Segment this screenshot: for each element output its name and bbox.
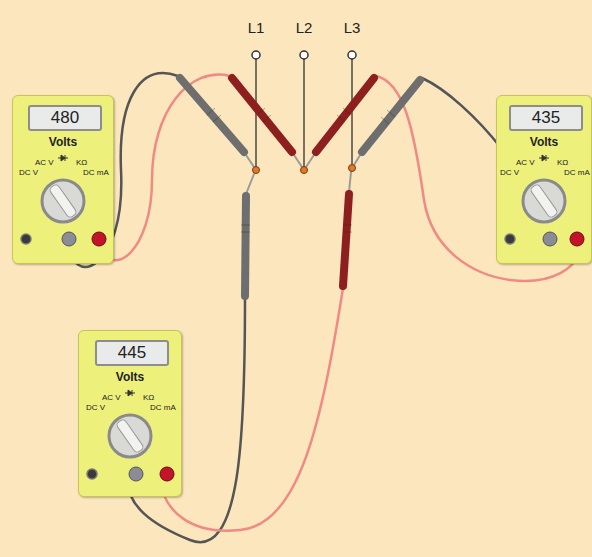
dial-label: DC mA (564, 168, 590, 177)
reading-value: 480 (51, 108, 79, 128)
multimeter: 445Volts AC VDC V KΩDC mA (78, 330, 182, 497)
common-jack (129, 467, 143, 481)
line-terminal (252, 51, 356, 59)
dial-label: AC V (516, 158, 535, 167)
jack (21, 234, 31, 244)
probe-tip (244, 152, 362, 194)
lcd-display: 480 (28, 105, 102, 131)
line-conductor (256, 59, 352, 167)
dial-knob (530, 183, 559, 218)
jack (87, 469, 97, 479)
common-jack (543, 232, 557, 246)
dial-label: KΩ (557, 158, 568, 167)
multimeter: 435Volts AC VDC V KΩDC mA (496, 95, 592, 264)
dial-label: DC V (19, 168, 38, 177)
line-label: L2 (296, 19, 313, 36)
dial-label: AC V (35, 158, 54, 167)
reading-value: 435 (532, 108, 560, 128)
unit-label: Volts (116, 370, 144, 384)
probe-handle (180, 78, 420, 296)
lcd-display: 435 (509, 105, 583, 131)
dial-knob (116, 418, 145, 453)
dial-label: DC V (500, 168, 519, 177)
dial-label: KΩ (76, 158, 87, 167)
unit-label: Volts (49, 135, 77, 149)
line-label: L1 (248, 19, 265, 36)
probe-grip (207, 108, 395, 232)
common-jack (62, 232, 76, 246)
contact-point (253, 165, 356, 174)
selector-dial (42, 180, 84, 222)
dial-label: DC mA (150, 403, 176, 412)
multimeter: 480Volts AC VDC V KΩDC mA (12, 95, 114, 264)
dial-label: DC mA (83, 168, 109, 177)
reading-value: 445 (118, 343, 146, 363)
volt-jack (92, 232, 106, 246)
selector-dial (523, 180, 565, 222)
volt-jack (160, 467, 174, 481)
dial-knob (49, 183, 78, 218)
line-label: L3 (344, 19, 361, 36)
lcd-display: 445 (95, 340, 169, 366)
volt-jack (570, 232, 584, 246)
dial-label: DC V (86, 403, 105, 412)
diode-symbol (58, 155, 68, 161)
diode-symbol (539, 155, 549, 161)
selector-dial (109, 415, 151, 457)
jack (505, 234, 515, 244)
dial-label: AC V (102, 393, 121, 402)
dial-label: KΩ (143, 393, 154, 402)
diode-symbol (125, 390, 135, 396)
unit-label: Volts (530, 135, 558, 149)
